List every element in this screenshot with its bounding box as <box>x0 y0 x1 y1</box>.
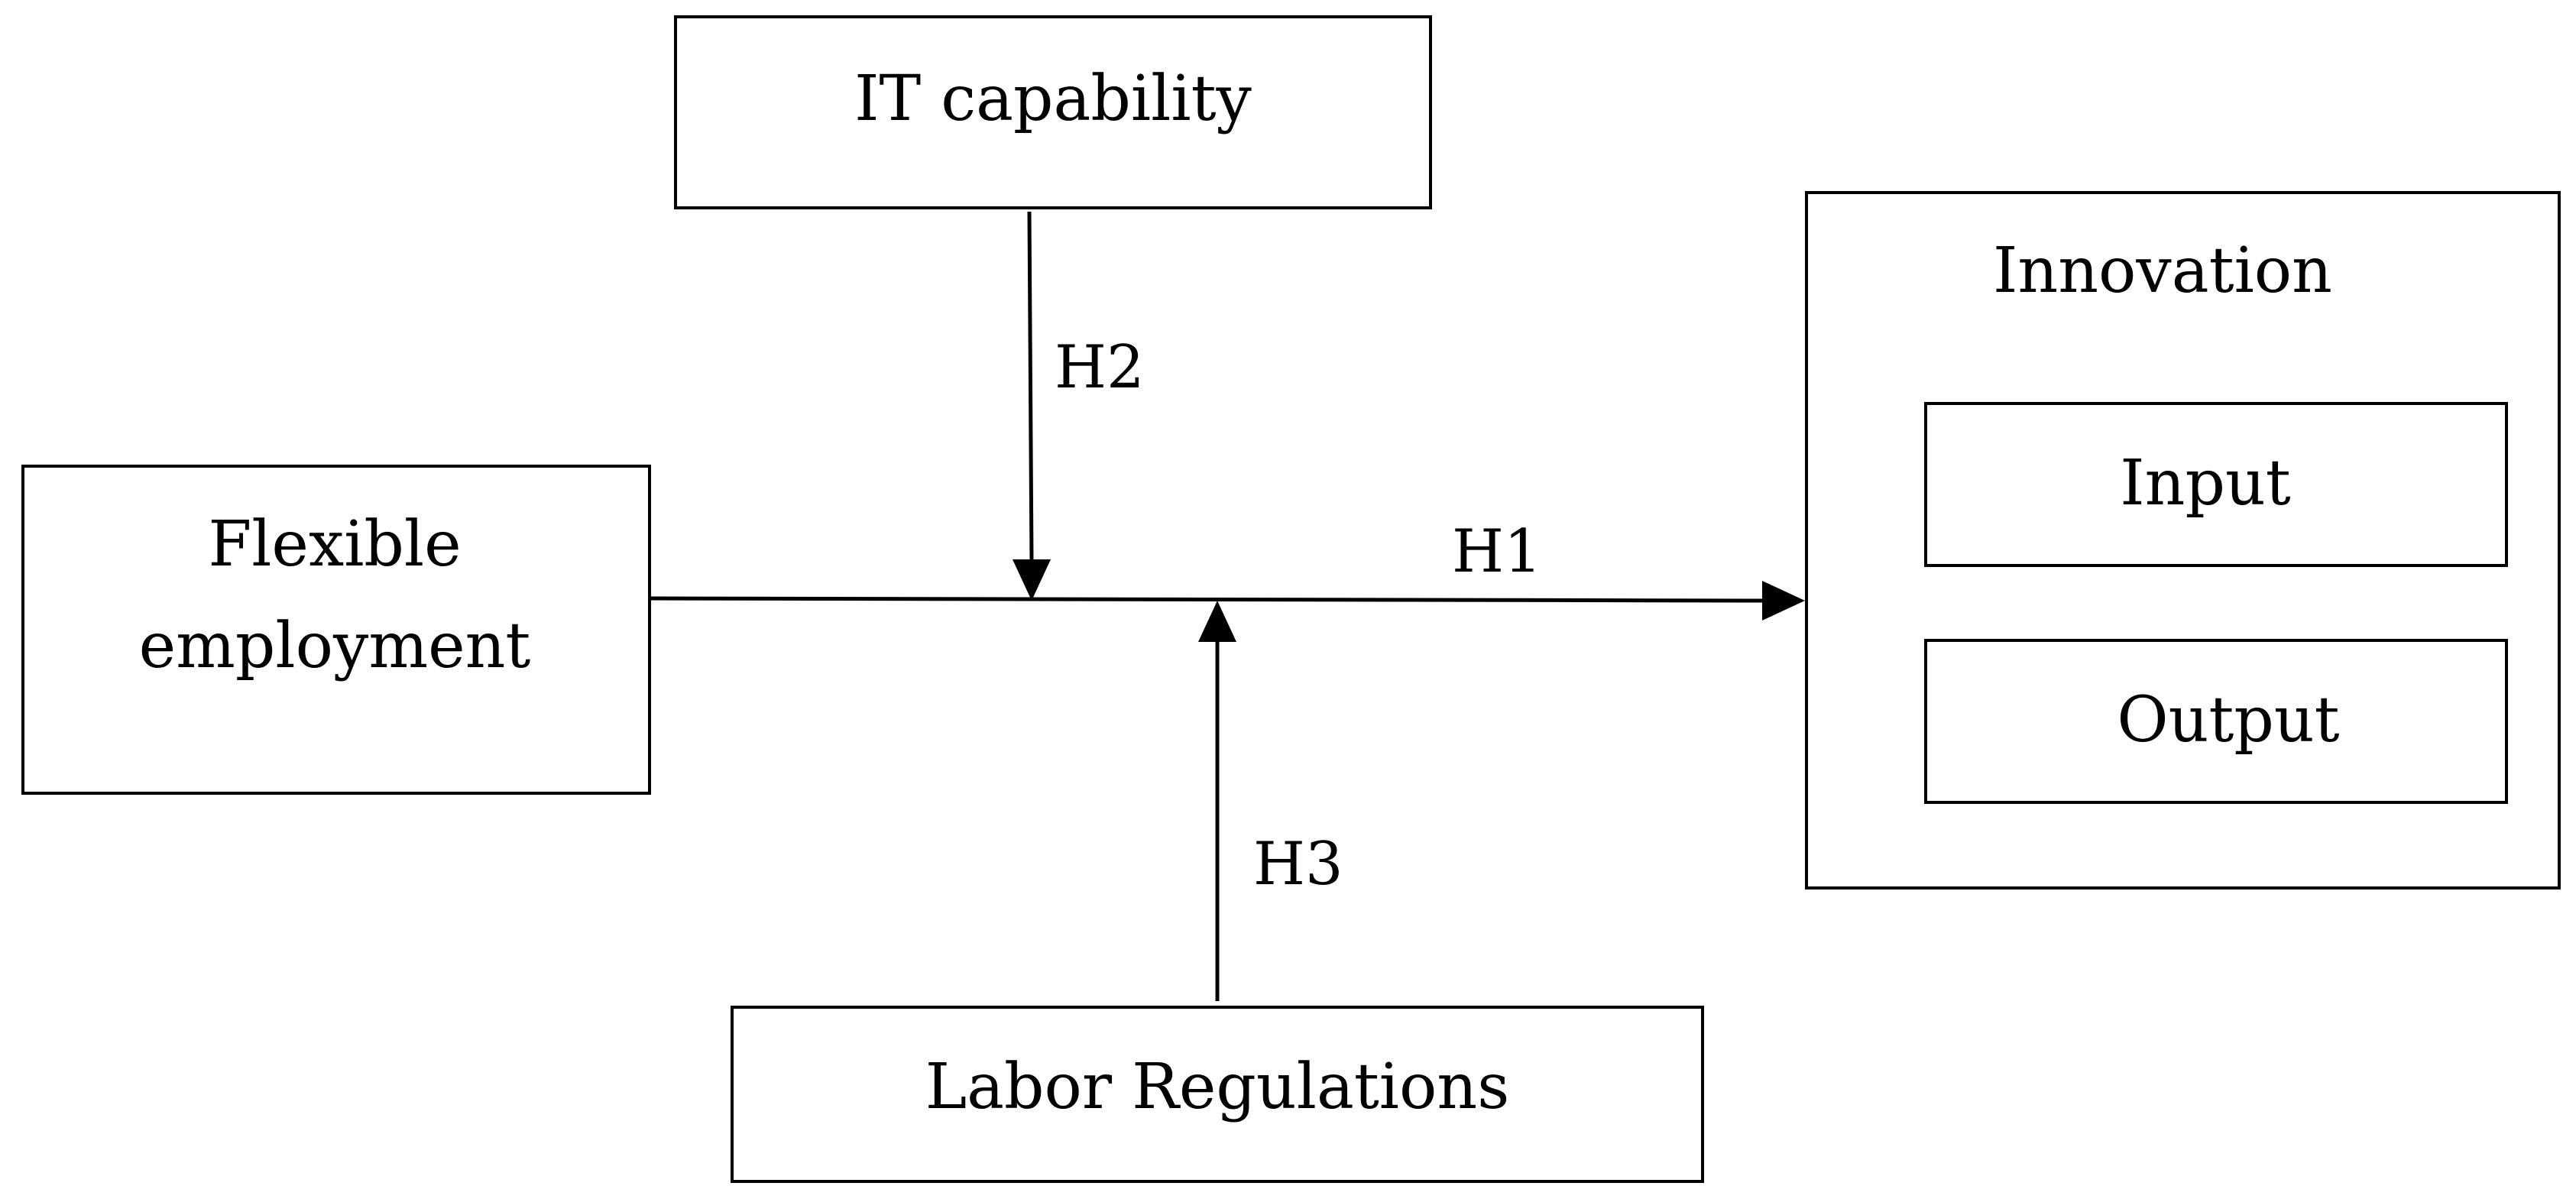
h2-label: H2 <box>1055 333 1145 402</box>
labor-regulations-label: Labor Regulations <box>925 1051 1510 1123</box>
input-label: Input <box>2120 447 2291 520</box>
flexible-employment-label-line1: Flexible <box>208 508 461 581</box>
h3-arrow <box>1198 601 1236 1001</box>
innovation-input-node: Input <box>1924 402 2508 567</box>
h3-label: H3 <box>1253 830 1343 899</box>
output-label: Output <box>2117 684 2339 757</box>
h1-label: H1 <box>1452 517 1542 586</box>
innovation-node: Innovation Input Output <box>1805 191 2561 890</box>
h1-arrow <box>649 581 1805 621</box>
labor-regulations-node: Labor Regulations <box>731 1006 1704 1183</box>
it-capability-node: IT capability <box>674 15 1432 209</box>
innovation-output-node: Output <box>1924 639 2508 804</box>
h1-arrowhead <box>1762 581 1805 621</box>
it-capability-label: IT capability <box>854 63 1252 135</box>
h3-arrowhead <box>1198 601 1236 642</box>
h2-arrow <box>1013 211 1051 601</box>
flexible-employment-node: Flexible employment <box>21 465 651 795</box>
h2-arrowhead <box>1013 559 1051 601</box>
flexible-employment-label-line2: employment <box>139 610 531 682</box>
innovation-label: Innovation <box>1993 235 2332 307</box>
